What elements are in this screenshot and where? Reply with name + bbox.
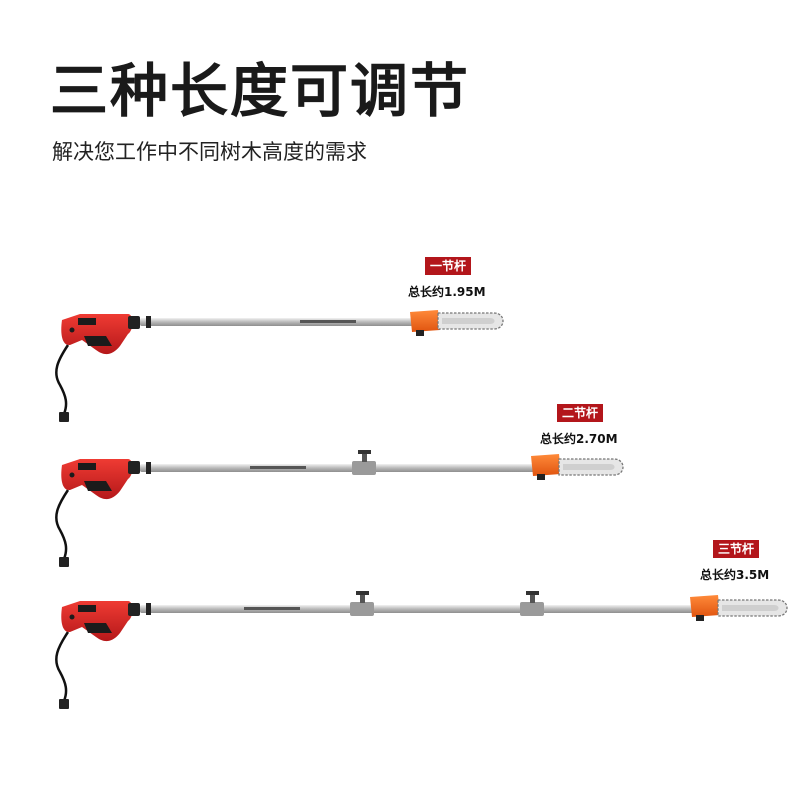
extension-clamp-1 — [350, 591, 374, 616]
extension-clamp — [352, 450, 376, 475]
pole-label — [250, 466, 306, 469]
pole-collar — [146, 316, 151, 328]
pole-saw-3 — [55, 591, 788, 709]
variant-2-badge: 二节杆 — [557, 404, 604, 422]
power-cord — [55, 489, 70, 560]
subheadline: 解决您工作中不同树木高度的需求 — [52, 140, 367, 164]
pole-label — [244, 607, 300, 610]
chain-guard — [690, 595, 720, 617]
pole-collar — [146, 462, 151, 474]
pole-saw-2 — [55, 450, 624, 567]
power-cord — [55, 344, 70, 415]
telescopic-pole — [140, 605, 700, 613]
guard-knob — [416, 330, 424, 336]
motor-housing — [61, 314, 140, 355]
chain-guard — [531, 454, 561, 476]
headline: 三种长度可调节 — [50, 57, 471, 125]
chain-bar — [558, 458, 624, 476]
chain-bar — [437, 312, 504, 330]
motor-housing — [61, 601, 140, 642]
chain-bar — [717, 599, 788, 617]
variant-3-length: 总长约3.5M — [700, 568, 770, 582]
extension-clamp-2 — [520, 591, 544, 616]
motor-housing — [61, 459, 140, 500]
telescopic-pole — [140, 318, 420, 326]
variant-1-length: 总长约1.95M — [408, 285, 486, 299]
variant-3-badge: 三节杆 — [713, 540, 760, 558]
pole-collar — [146, 603, 151, 615]
power-cord — [55, 631, 70, 702]
plug — [59, 412, 69, 422]
guard-knob — [537, 474, 545, 480]
pole-saw-1 — [55, 310, 504, 422]
plug — [59, 557, 69, 567]
guard-knob — [696, 615, 704, 621]
variant-1-badge: 一节杆 — [425, 257, 472, 275]
pole-label — [300, 320, 356, 323]
chain-guard — [410, 310, 440, 332]
telescopic-pole — [140, 464, 540, 472]
plug — [59, 699, 69, 709]
variant-2-length: 总长约2.70M — [540, 432, 618, 446]
